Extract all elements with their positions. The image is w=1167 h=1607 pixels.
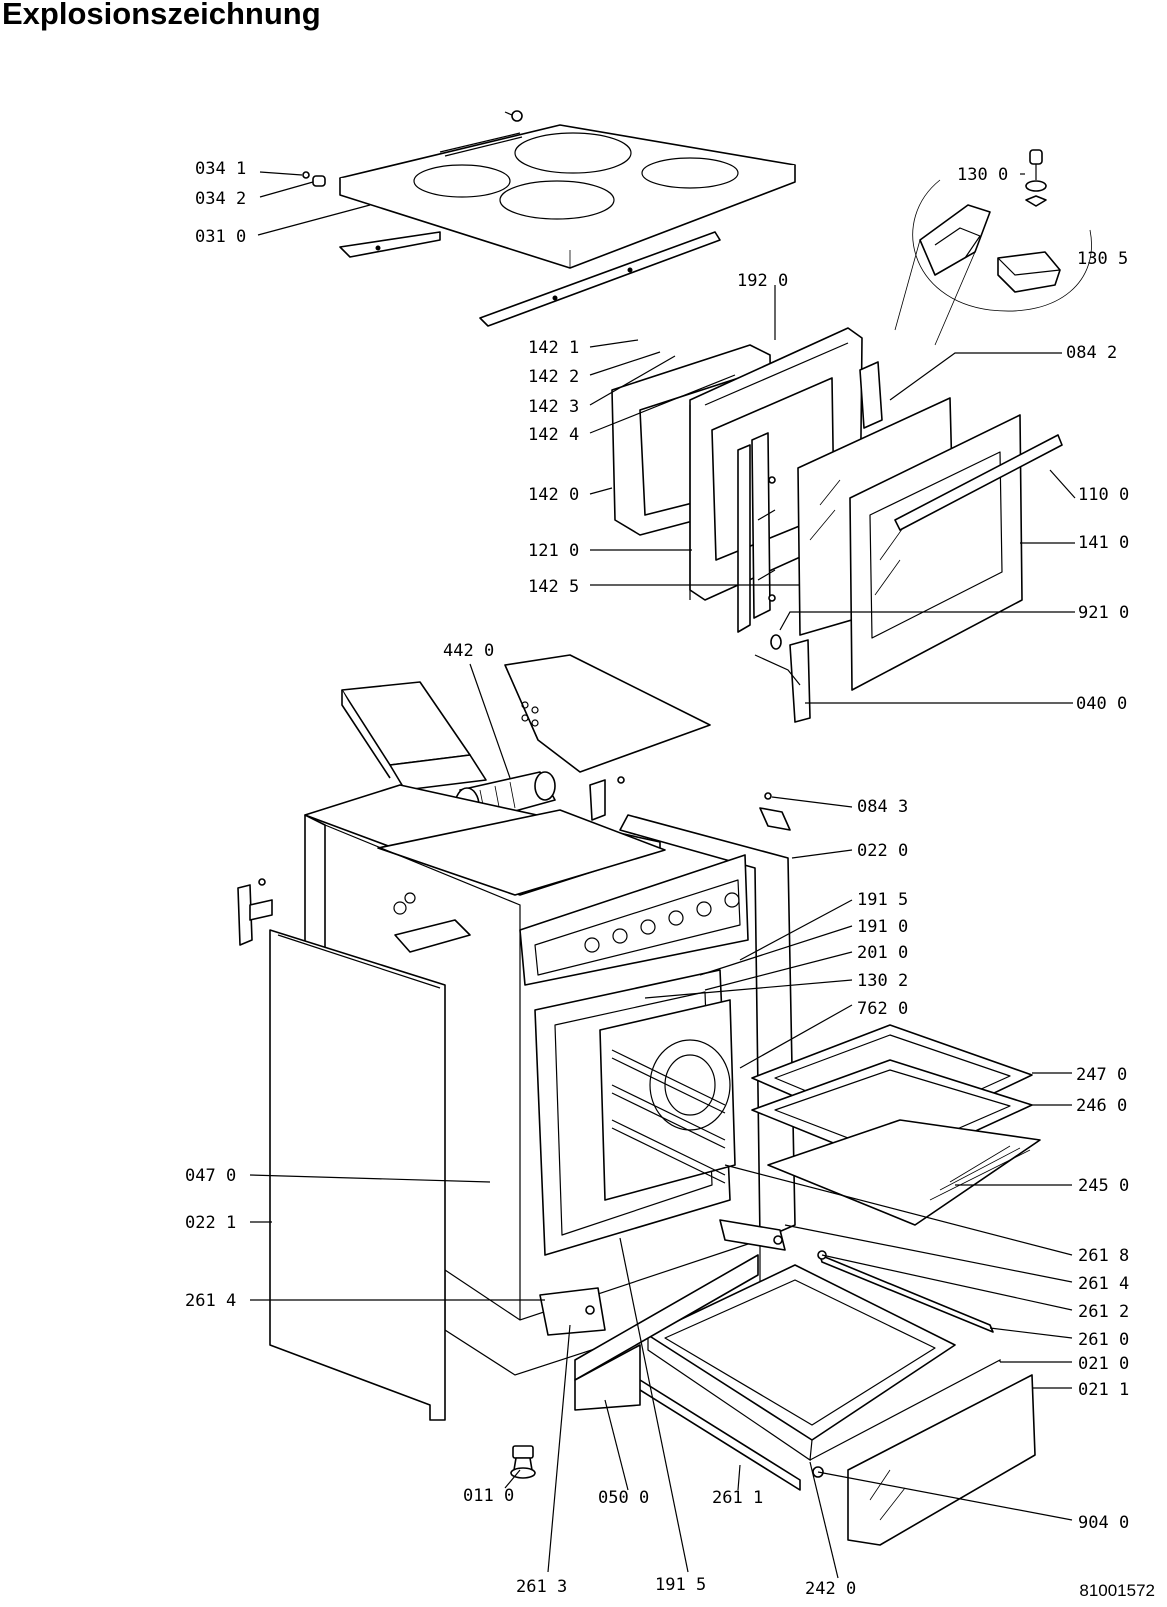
callout-label-c7620: 762 0 — [857, 999, 908, 1019]
callout-label-c1305: 130 5 — [1077, 249, 1128, 269]
callout-label-c2460: 246 0 — [1076, 1096, 1127, 1116]
side-panel-left-part — [269, 929, 446, 1421]
foot-part — [510, 1445, 536, 1479]
callout-label-c2470: 247 0 — [1076, 1065, 1127, 1085]
callout-label-c2618: 261 8 — [1078, 1246, 1129, 1266]
callout-label-c0110: 011 0 — [463, 1486, 514, 1506]
oven-door-outer-panel-part — [849, 414, 1063, 691]
callout-label-c1423: 142 3 — [528, 397, 579, 417]
callout-label-c2450: 245 0 — [1078, 1176, 1129, 1196]
callout-label-c1424: 142 4 — [528, 425, 579, 445]
document-number: 81001572 — [1079, 1581, 1155, 1600]
vent-duct-part — [341, 681, 487, 791]
callout-label-c2614b: 261 4 — [1078, 1274, 1129, 1294]
callout-label-c0341: 034 1 — [195, 159, 246, 179]
callout-label-c0310: 031 0 — [195, 227, 246, 247]
callout-label-c2612: 261 2 — [1078, 1302, 1129, 1322]
control-panel-knobs — [584, 892, 740, 953]
cooktop-bracket-part — [339, 231, 721, 327]
callout-label-c1420: 142 0 — [528, 485, 579, 505]
callout-label-c1425: 142 5 — [528, 577, 579, 597]
callout-label-c1910: 191 0 — [857, 917, 908, 937]
callout-label-c0400: 040 0 — [1076, 694, 1127, 714]
callout-label-c0210: 021 0 — [1078, 1354, 1129, 1374]
callout-label-c9210: 921 0 — [1078, 603, 1129, 623]
fan-cover-part — [504, 654, 711, 773]
oven-rack-part — [767, 1119, 1041, 1226]
cooktop-part — [302, 110, 796, 269]
oven-body-part — [304, 784, 796, 1376]
door-hinge-part — [754, 634, 811, 723]
callout-label-c1421: 142 1 — [528, 338, 579, 358]
callout-label-c0842: 084 2 — [1066, 343, 1117, 363]
control-knob-detail — [894, 149, 1092, 346]
callout-label-c1422: 142 2 — [528, 367, 579, 387]
drawer-tray-part — [647, 1264, 1001, 1462]
callout-label-c2614a: 261 4 — [185, 1291, 236, 1311]
callout-label-c2420: 242 0 — [805, 1579, 856, 1599]
callout-label-c1915b: 191 5 — [655, 1575, 706, 1595]
callout-label-c2613: 261 3 — [516, 1577, 567, 1597]
callout-label-c0470: 047 0 — [185, 1166, 236, 1186]
callout-label-c9040: 904 0 — [1078, 1513, 1129, 1533]
callout-label-c0221: 022 1 — [185, 1213, 236, 1233]
callout-label-c1302: 130 2 — [857, 971, 908, 991]
callout-label-c2610: 261 0 — [1078, 1330, 1129, 1350]
callout-label-c0342: 034 2 — [195, 189, 246, 209]
callout-label-c1410: 141 0 — [1078, 533, 1129, 553]
callout-label-c1100: 110 0 — [1078, 485, 1129, 505]
callout-label-c0843: 084 3 — [857, 797, 908, 817]
callout-label-c4420: 442 0 — [443, 641, 494, 661]
callout-label-c0211: 021 1 — [1078, 1380, 1129, 1400]
callout-label-c2010: 201 0 — [857, 943, 908, 963]
oven-cavity-part — [534, 969, 736, 1256]
callout-label-c2611: 261 1 — [712, 1488, 763, 1508]
callout-label-c1915a: 191 5 — [857, 890, 908, 910]
hinge-bracket-part — [539, 1287, 606, 1336]
callout-labels: 034 1 034 2 031 0 130 0 130 5 192 0 142 1 142 2… — [185, 159, 1129, 1599]
callout-label-c1920: 192 0 — [737, 271, 788, 291]
small-brackets — [237, 776, 791, 946]
bottom-panel-part — [574, 1254, 759, 1411]
rails-part — [719, 1219, 994, 1333]
callout-label-c1210: 121 0 — [528, 541, 579, 561]
drawer-front-part — [847, 1374, 1036, 1546]
callout-label-c1300: 130 0 — [957, 165, 1008, 185]
diagram-title: Explosionszeichnung — [2, 0, 321, 31]
callout-label-c0500: 050 0 — [598, 1488, 649, 1508]
callout-label-c0220: 022 0 — [857, 841, 908, 861]
leader-lines — [249, 171, 1076, 1579]
